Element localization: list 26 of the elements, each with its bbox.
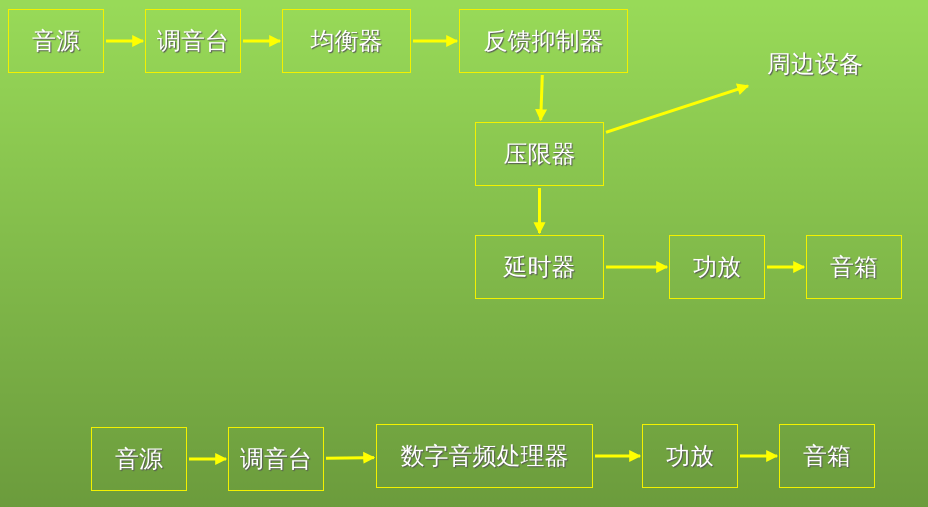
device-label: 周边设备 <box>750 42 880 86</box>
arrow <box>535 74 548 122</box>
arrow <box>740 450 778 462</box>
arrow <box>595 450 642 462</box>
process-box: 均衡器 <box>282 9 411 73</box>
arrow <box>767 261 806 273</box>
arrow <box>413 35 458 47</box>
arrow <box>189 453 228 465</box>
process-box: 功放 <box>642 424 738 488</box>
arrow <box>243 35 282 47</box>
process-box: 调音台 <box>145 9 241 73</box>
arrow <box>606 84 750 134</box>
arrow <box>326 452 376 464</box>
arrow <box>106 35 144 47</box>
process-box: 功放 <box>669 235 765 299</box>
process-box: 延时器 <box>475 235 604 299</box>
arrow <box>534 188 546 234</box>
arrow <box>606 261 668 273</box>
process-box: 音箱 <box>779 424 875 488</box>
process-box: 音源 <box>91 427 187 491</box>
process-box: 音箱 <box>806 235 902 299</box>
process-box: 调音台 <box>228 427 324 491</box>
process-box: 数字音频处理器 <box>376 424 593 488</box>
process-box: 反馈抑制器 <box>459 9 628 73</box>
process-box: 压限器 <box>475 122 604 186</box>
process-box: 音源 <box>8 9 104 73</box>
